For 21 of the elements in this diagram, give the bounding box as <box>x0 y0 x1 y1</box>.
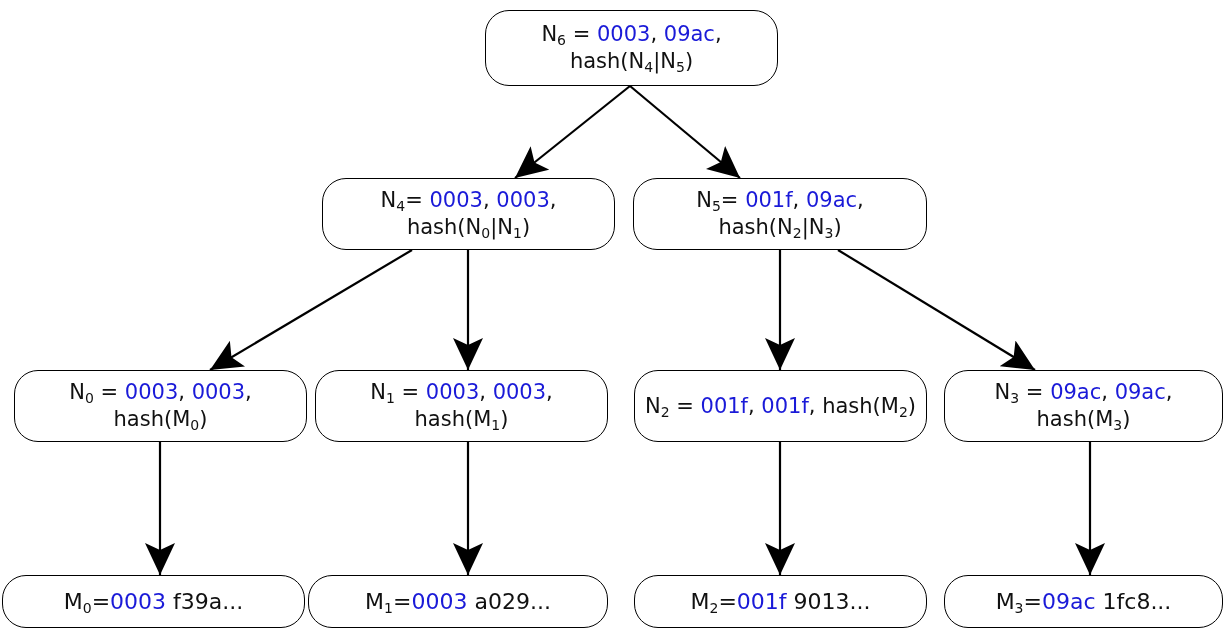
arrow <box>453 442 483 575</box>
tree-node: M$_{2}$=001f 9013... <box>634 575 927 628</box>
arrow <box>453 250 483 370</box>
tree-node: N$_{3}$ = 09ac, 09ac, hash(M$_{3}$) <box>944 370 1223 442</box>
arrow <box>1075 442 1105 575</box>
tree-node: N$_{2}$ = 001f, 001f, hash(M$_{2}$) <box>634 370 927 442</box>
tree-node: N$_{1}$ = 0003, 0003, hash(M$_{1}$) <box>315 370 608 442</box>
arrow <box>145 442 175 575</box>
tree-node: M$_{3}$=09ac 1fc8... <box>944 575 1223 628</box>
arrow <box>629 85 741 179</box>
tree-node: N$_{4}$= 0003, 0003, hash(N$_{0}$|N$_{1}$) <box>322 178 615 250</box>
tree-node: N$_{6}$ = 0003, 09ac, hash(N$_{4}$|N$_{5}$) <box>485 10 778 86</box>
arrow <box>765 250 795 370</box>
arrow <box>514 85 631 179</box>
tree-node: N$_{5}$= 001f, 09ac, hash(N$_{2}$|N$_{3}$) <box>633 178 927 250</box>
tree-node: N$_{0}$ = 0003, 0003, hash(M$_{0}$) <box>14 370 307 442</box>
arrow <box>837 249 1036 371</box>
tree-node: M$_{1}$=0003 a029... <box>308 575 608 628</box>
arrow <box>765 442 795 575</box>
tree-node: M$_{0}$=0003 f39a... <box>2 575 305 628</box>
arrow <box>209 249 413 371</box>
